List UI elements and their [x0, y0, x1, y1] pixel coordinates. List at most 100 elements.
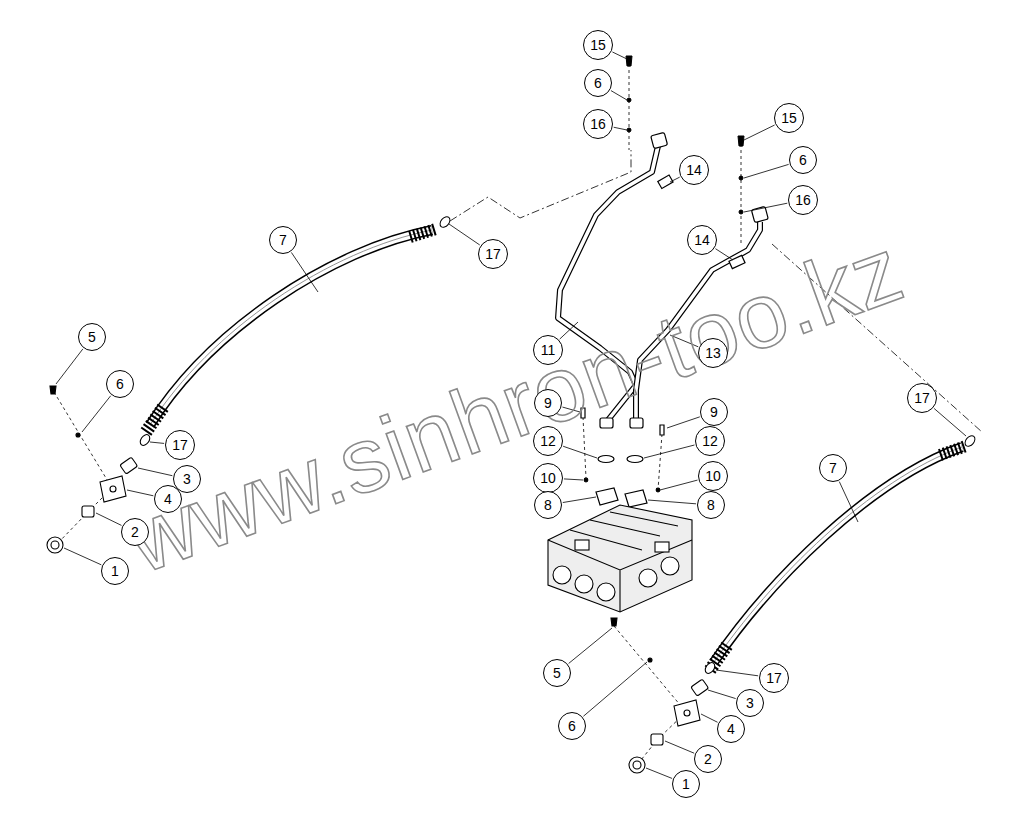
leader-line: [564, 479, 583, 480]
mounting-hardware-right-shape: [633, 761, 641, 769]
control-valve-shape: [597, 583, 615, 601]
leader-line: [563, 497, 596, 503]
hoses-shape: [714, 447, 962, 662]
mounting-hardware-right-shape: [611, 618, 617, 626]
leader-line: [701, 714, 718, 722]
mounting-hardware-right-shape: [629, 757, 645, 773]
callout-number: 17: [485, 247, 501, 261]
callout-circle: 5: [543, 659, 571, 687]
leader-line: [563, 446, 597, 458]
callout-number: 1: [682, 777, 690, 791]
callout-circle: 16: [583, 109, 613, 139]
callout-circle: 4: [717, 715, 745, 743]
callout-circle: 5: [78, 323, 106, 351]
mounting-hardware-right-shape: [691, 679, 709, 696]
callout-number: 2: [131, 525, 139, 539]
callout-circle: 6: [789, 146, 817, 174]
callout-circle: 1: [101, 557, 129, 585]
leader-line: [648, 500, 696, 504]
callout-number: 1: [111, 564, 119, 578]
mounting-hardware-left-shape: [51, 541, 59, 549]
callout-circle: 15: [583, 30, 613, 60]
callout-circle: 6: [558, 712, 586, 740]
leader-line: [708, 690, 736, 699]
callout-circle: 8: [697, 491, 725, 519]
callout-circle: 8: [534, 491, 562, 519]
callout-circle: 14: [687, 225, 717, 255]
mounting-hardware-left-shape: [50, 386, 56, 394]
control-valve: [548, 505, 692, 612]
leader-line: [646, 768, 672, 778]
callout-number: 8: [707, 498, 715, 512]
callout-circle: 6: [584, 69, 612, 97]
callout-number: 12: [702, 434, 718, 448]
callout-number: 17: [172, 438, 188, 452]
callout-number: 6: [116, 377, 124, 391]
hoses-shape: [714, 447, 962, 662]
callout-number: 13: [705, 346, 721, 360]
screws-top-shape: [627, 128, 631, 132]
callout-circle: 12: [695, 426, 725, 456]
leader-line: [82, 396, 111, 432]
mounting-hardware-left-shape: [47, 537, 63, 553]
callout-circle: 2: [121, 518, 149, 546]
hoses-shape: [940, 446, 966, 455]
callout-number: 14: [694, 233, 710, 247]
leader-line: [744, 164, 789, 178]
control-valve-shape: [553, 566, 571, 584]
leader-line: [569, 628, 612, 664]
control-valve-shape: [548, 505, 692, 612]
callout-number: 8: [544, 498, 552, 512]
leader-line: [291, 252, 318, 292]
leader-line: [744, 203, 787, 212]
callout-circle: 17: [907, 383, 937, 413]
callout-number: 7: [829, 461, 837, 475]
callout-number: 10: [540, 471, 556, 485]
callout-circle: 1: [672, 770, 700, 798]
callout-number: 17: [914, 391, 930, 405]
leader-line: [716, 670, 758, 676]
screws-top-shape: [627, 98, 631, 102]
leader-line: [138, 468, 172, 476]
pipe-fittings-shape: [596, 488, 618, 505]
callout-circle: 14: [679, 155, 709, 185]
screws-top-shape: [438, 215, 452, 229]
pipe-fittings-shape: [630, 418, 643, 428]
pipe-fittings-shape: [584, 478, 588, 482]
leader-line: [744, 125, 775, 140]
control-valve-shape: [655, 542, 669, 552]
pipe-fittings-shape: [625, 490, 647, 507]
mounting-hardware-left-shape: [110, 486, 116, 492]
callout-number: 4: [727, 722, 735, 736]
callout-circle: 10: [698, 461, 728, 491]
leader-line: [667, 417, 700, 428]
screws-top-shape: [626, 56, 632, 66]
callout-number: 7: [279, 233, 287, 247]
leader-line: [665, 741, 694, 753]
callout-circle: 7: [269, 226, 297, 254]
callout-number: 4: [164, 492, 172, 506]
callout-number: 10: [705, 469, 721, 483]
callout-number: 12: [540, 434, 556, 448]
control-valve-shape: [639, 569, 657, 587]
callout-number: 15: [590, 38, 606, 52]
callout-circle: 9: [534, 389, 562, 417]
leader-line: [583, 662, 647, 716]
callout-number: 16: [795, 193, 811, 207]
mounting-hardware-right-shape: [703, 661, 716, 675]
leader-line: [96, 513, 122, 525]
hoses-shape: [714, 447, 962, 662]
mounting-hardware-left-shape: [76, 433, 80, 437]
mounting-hardware-left-shape: [120, 457, 138, 474]
screws-top-shape: [738, 136, 744, 146]
callout-circle: 13: [698, 338, 728, 368]
callout-number: 9: [544, 396, 552, 410]
assembly-lines-shape: [629, 64, 630, 150]
callout-circle: 6: [106, 370, 134, 398]
callout-circle: 17: [759, 663, 789, 693]
callout-number: 5: [553, 666, 561, 680]
screws-top-shape: [963, 434, 977, 448]
leader-line: [612, 52, 629, 60]
callout-number: 6: [799, 153, 807, 167]
callout-number: 9: [710, 405, 718, 419]
